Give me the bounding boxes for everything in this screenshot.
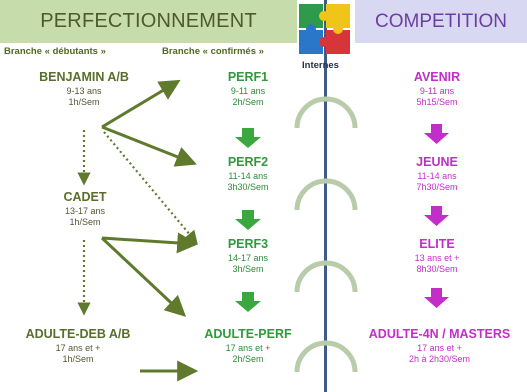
branch-beginners-label: Branche « débutants » <box>4 46 106 57</box>
perfectionnement-header <box>0 0 297 43</box>
pink-down-arrow-2 <box>424 206 449 226</box>
node-jeune: JEUNE 11-14 ans 7h30/Sem <box>386 155 488 193</box>
bridge-arc-3 <box>294 260 358 293</box>
node-age: 13-17 ans <box>64 205 106 216</box>
green-down-arrow-3 <box>235 292 261 312</box>
arrow-cadet-perf3 <box>101 232 199 254</box>
node-title: BENJAMIN A/B <box>39 70 129 84</box>
puzzle-icon <box>299 4 350 54</box>
node-hours: 5h15/Sem <box>416 96 458 107</box>
pink-down-arrows <box>424 124 449 308</box>
node-perf3: PERF3 14-17 ans 3h/Sem <box>198 237 298 275</box>
node-hours: 2h/Sem <box>232 353 264 364</box>
node-age: 9-11 ans <box>419 85 455 96</box>
node-age: 13 ans et + <box>414 252 460 263</box>
competition-title: COMPETITION <box>375 11 507 32</box>
node-age: 11-14 ans <box>228 170 268 181</box>
node-title: JEUNE <box>416 155 458 169</box>
node-age: 17 ans et + <box>225 342 271 353</box>
node-elite: ELITE 13 ans et + 8h30/Sem <box>386 237 488 275</box>
arrow-benjamin-perf1 <box>101 79 181 129</box>
node-title: PERF2 <box>227 155 269 169</box>
node-perf1: PERF1 9-11 ans 2h/Sem <box>198 70 298 108</box>
node-title: ADULTE-DEB A/B <box>25 327 131 341</box>
green-down-arrow-1 <box>235 128 261 148</box>
node-hours: 1h/Sem <box>68 96 100 107</box>
section-divider <box>324 0 327 392</box>
node-age: 9-11 ans <box>230 85 266 96</box>
node-adulte-4n-masters: ADULTE-4N / MASTERS 17 ans et + 2h à 2h3… <box>352 327 527 365</box>
node-title: ADULTE-PERF <box>204 327 292 341</box>
dotted-arrows <box>77 130 198 316</box>
node-title: CADET <box>63 190 107 204</box>
node-hours: 2h à 2h30/Sem <box>408 353 471 364</box>
node-avenir: AVENIR 9-11 ans 5h15/Sem <box>386 70 488 108</box>
node-perf2: PERF2 11-14 ans 3h30/Sem <box>198 155 298 193</box>
branch-confirmed-label: Branche « confirmés » <box>162 46 264 57</box>
bridge-arc-4 <box>294 340 358 373</box>
dotted-benjamin-perf3 <box>103 131 198 245</box>
competition-header <box>355 0 527 43</box>
green-down-arrow-2 <box>235 210 261 230</box>
perfectionnement-title: PERFECTIONNEMENT <box>40 10 257 32</box>
node-adulte-deb: ADULTE-DEB A/B 17 ans et + 1h/Sem <box>4 327 152 365</box>
node-hours: 2h/Sem <box>232 96 264 107</box>
node-title: ELITE <box>419 237 455 251</box>
node-age: 9-13 ans <box>66 85 102 96</box>
progression-arrows <box>100 79 199 382</box>
arrow-benjamin-perf2 <box>101 125 197 167</box>
node-age: 14-17 ans <box>227 252 269 263</box>
arrow-cadet-adulteperf <box>100 236 187 317</box>
bridge-arc-1 <box>294 96 358 129</box>
pink-down-arrow-3 <box>424 288 449 308</box>
node-hours: 1h/Sem <box>69 216 101 227</box>
node-hours: 3h30/Sem <box>227 181 269 192</box>
node-title: PERF3 <box>227 237 269 251</box>
node-hours: 1h/Sem <box>62 353 94 364</box>
node-title: AVENIR <box>413 70 461 84</box>
logo-label: Internes <box>302 60 339 71</box>
pink-down-arrow-1 <box>424 124 449 144</box>
node-cadet: CADET 13-17 ans 1h/Sem <box>30 190 140 228</box>
node-age: 17 ans et + <box>55 342 101 353</box>
node-adulte-perf: ADULTE-PERF 17 ans et + 2h/Sem <box>190 327 306 365</box>
bridge-arcs <box>294 96 358 373</box>
node-hours: 7h30/Sem <box>416 181 458 192</box>
node-benjamin: BENJAMIN A/B 9-13 ans 1h/Sem <box>10 70 158 108</box>
green-down-arrows <box>235 128 261 312</box>
bridge-arc-2 <box>294 178 358 211</box>
node-hours: 8h30/Sem <box>416 263 458 274</box>
node-age: 17 ans et + <box>417 342 462 353</box>
node-age: 11-14 ans <box>417 170 457 181</box>
node-hours: 3h/Sem <box>232 263 264 274</box>
node-title: PERF1 <box>227 70 269 84</box>
node-title: ADULTE-4N / MASTERS <box>368 327 511 341</box>
